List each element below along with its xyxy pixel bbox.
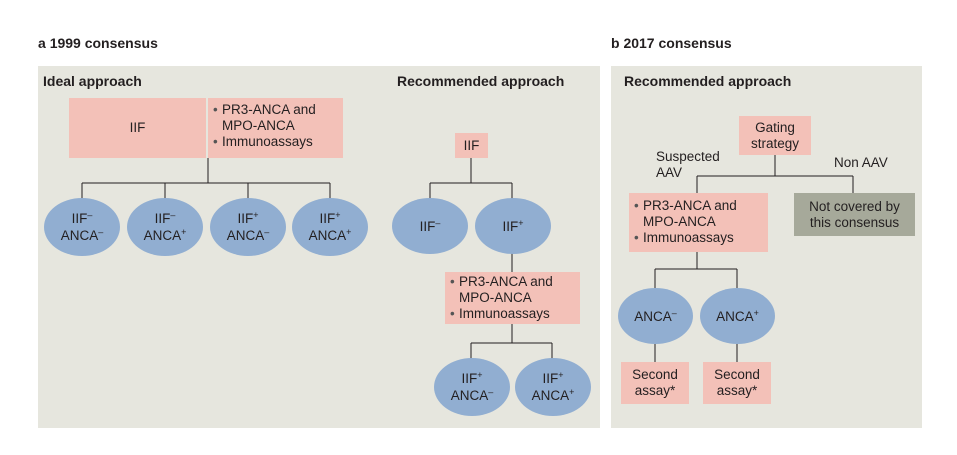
not-covered-line2: this consensus: [809, 214, 900, 230]
ideal-iif-label: IIF: [129, 120, 146, 135]
outcome-sign: –: [435, 217, 441, 228]
second-assay-line2: assay*: [716, 383, 758, 398]
anca-negative: ANCA–: [618, 288, 693, 344]
outcome-text: ANCA: [531, 388, 570, 403]
ideal-assay-box: PR3-ANCA and MPO-ANCA Immunoassays: [208, 98, 343, 158]
outcome-text: ANCA: [450, 388, 489, 403]
anca-positive: ANCA+: [700, 288, 775, 344]
suspected-line1: Suspected: [656, 149, 720, 164]
outcome-sign: +: [335, 210, 341, 220]
outcome-sign: –: [170, 210, 176, 220]
not-covered-box: Not covered by this consensus: [794, 193, 915, 236]
second-assay-line1: Second: [714, 367, 760, 382]
non-aav-label: Non AAV: [834, 155, 888, 170]
panel-a-letter: a: [38, 35, 46, 51]
recommended-assay-box: PR3-ANCA and MPO-ANCA Immunoassays: [445, 272, 580, 324]
b-assay-line1: PR3-ANCA and: [643, 198, 764, 214]
recommended-iif-label: IIF: [463, 137, 480, 153]
outcome-sign: +: [518, 217, 524, 228]
outcome-sign: +: [753, 307, 759, 318]
outcome-text: IIF: [154, 211, 171, 226]
panel-b-title: 2017 consensus: [623, 35, 732, 51]
panel-a-heading: a 1999 consensus: [38, 35, 158, 51]
recommended-assay-line1: PR3-ANCA and: [459, 274, 576, 290]
panel-b-letter: b: [611, 35, 620, 51]
gating-strategy-box: Gating strategy: [739, 116, 811, 155]
recommended-iif-box: IIF: [455, 133, 488, 158]
outcome-sign: +: [346, 227, 352, 237]
outcome-text: ANCA: [226, 228, 265, 243]
outcome-sign: +: [477, 370, 483, 380]
outcome-sign: –: [98, 227, 104, 237]
recommended-approach-title-a: Recommended approach: [397, 73, 565, 89]
ideal-assay-line2: MPO-ANCA: [222, 118, 295, 133]
outcome-sign: +: [253, 210, 259, 220]
b-assay-box: PR3-ANCA and MPO-ANCA Immunoassays: [629, 193, 768, 252]
outcome-text: IIF: [71, 211, 88, 226]
recommended-outcome-1: IIF+ ANCA–: [434, 358, 510, 416]
second-assay-line1: Second: [632, 367, 678, 382]
outcome-text: ANCA: [143, 228, 182, 243]
ideal-outcome-4: IIF+ ANCA+: [292, 198, 368, 256]
outcome-sign: –: [671, 307, 677, 318]
second-assay-line2: assay*: [634, 383, 676, 398]
recommended-iif-negative: IIF–: [392, 198, 468, 254]
ideal-approach-title: Ideal approach: [43, 73, 142, 89]
outcome-text: ANCA: [60, 228, 99, 243]
outcome-text: ANCA: [634, 308, 672, 324]
outcome-text: ANCA: [716, 308, 754, 324]
ideal-outcome-1: IIF– ANCA–: [44, 198, 120, 256]
suspected-aav-label: Suspected AAV: [656, 149, 720, 181]
outcome-sign: –: [264, 227, 270, 237]
outcome-sign: +: [558, 370, 564, 380]
panel-a-title: 1999 consensus: [49, 35, 158, 51]
outcome-text: IIF: [319, 211, 336, 226]
ideal-outcome-2: IIF– ANCA+: [127, 198, 203, 256]
gating-line2: strategy: [750, 135, 800, 151]
outcome-sign: –: [488, 387, 494, 397]
recommended-outcome-2: IIF+ ANCA+: [515, 358, 591, 416]
b-assay-line2: MPO-ANCA: [643, 214, 716, 229]
outcome-text: IIF: [237, 211, 254, 226]
suspected-line2: AAV: [656, 165, 683, 180]
recommended-iif-positive: IIF+: [475, 198, 551, 254]
outcome-text: ANCA: [308, 228, 347, 243]
ideal-assay-line1: PR3-ANCA and: [222, 102, 339, 118]
recommended-approach-title-b: Recommended approach: [624, 73, 792, 89]
outcome-sign: +: [569, 387, 575, 397]
outcome-text: IIF: [502, 218, 519, 234]
outcome-text: IIF: [419, 218, 436, 234]
not-covered-line1: Not covered by: [809, 198, 900, 214]
second-assay-box-2: Second assay*: [703, 362, 771, 404]
second-assay-box-1: Second assay*: [621, 362, 689, 404]
ideal-outcome-3: IIF+ ANCA–: [210, 198, 286, 256]
outcome-text: IIF: [461, 371, 478, 386]
recommended-assay-line2: MPO-ANCA: [459, 290, 532, 305]
panel-b-heading: b 2017 consensus: [611, 35, 732, 51]
b-assay-line3: Immunoassays: [643, 230, 764, 246]
ideal-assay-line3: Immunoassays: [222, 134, 339, 150]
gating-line1: Gating: [755, 119, 795, 135]
recommended-assay-line3: Immunoassays: [459, 306, 576, 322]
ideal-iif-box: IIF: [69, 98, 206, 158]
outcome-text: IIF: [542, 371, 559, 386]
outcome-sign: –: [87, 210, 93, 220]
outcome-sign: +: [181, 227, 187, 237]
